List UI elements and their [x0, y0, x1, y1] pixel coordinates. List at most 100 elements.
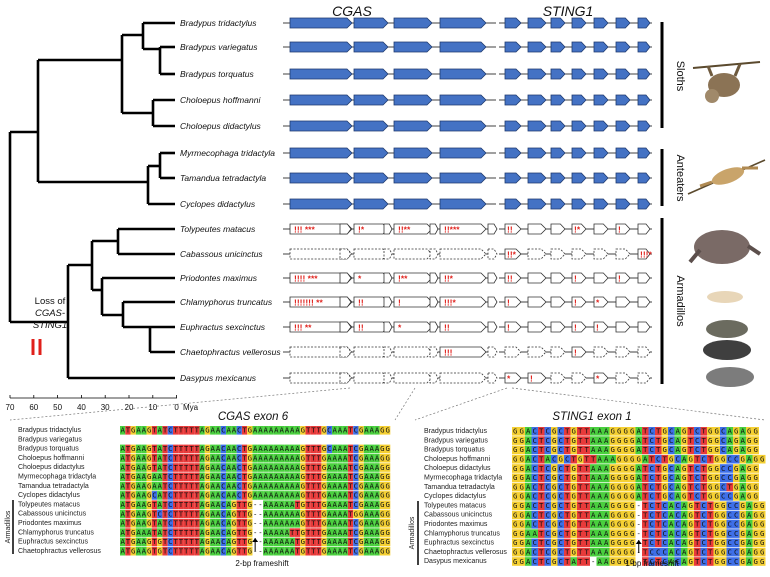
alignment-letter: T	[184, 500, 189, 509]
alignment-letter: A	[669, 520, 674, 529]
alignment-letter: G	[741, 557, 745, 566]
alignment-base	[125, 453, 131, 463]
alignment-letter: C	[728, 538, 732, 547]
alignment-base	[726, 501, 733, 510]
alignment-base	[538, 445, 545, 455]
alignment-base	[326, 491, 332, 500]
alignment-base	[247, 453, 253, 463]
alignment-base	[173, 444, 179, 454]
alignment-letter: G	[617, 529, 621, 538]
alignment-letter: G	[721, 501, 725, 510]
alignment-letter: G	[520, 455, 524, 464]
alignment-letter: A	[591, 492, 596, 501]
alignment-letter: A	[120, 472, 125, 481]
alignment-base	[385, 509, 391, 519]
alignment-letter: T	[643, 445, 648, 454]
alignment-letter: G	[715, 464, 719, 473]
alignment-base	[681, 520, 688, 529]
alignment-base	[609, 510, 616, 520]
alignment-letter: A	[338, 500, 343, 509]
gene-row	[283, 198, 652, 210]
alignment-letter: G	[513, 464, 517, 473]
alignment-base	[564, 547, 571, 557]
alignment-letter: T	[695, 501, 700, 510]
sting-stop-marks: !!	[507, 225, 513, 235]
alignment-letter: A	[216, 509, 221, 518]
alignment-base	[326, 509, 332, 519]
alignment-base	[525, 557, 532, 566]
alignment-base	[577, 482, 584, 492]
alignment-base	[655, 529, 662, 538]
alignment-letter: G	[520, 436, 524, 445]
alignment-letter: G	[630, 464, 634, 473]
alignment-base	[635, 482, 642, 492]
alignment-base	[220, 519, 226, 528]
alignment-base	[603, 473, 610, 483]
alignment-base	[583, 557, 590, 566]
alignment-letter: G	[385, 500, 389, 509]
alignment-base	[135, 444, 142, 454]
alignment-base	[642, 520, 649, 529]
alignment-base	[199, 546, 205, 556]
axis-tick-label: 10	[148, 403, 157, 412]
alignment-base	[379, 500, 385, 509]
alignment-letter: A	[290, 509, 295, 518]
gene-row: *!*	[283, 372, 652, 384]
alignment-letter: A	[200, 426, 205, 435]
alignment-letter: A	[637, 436, 642, 445]
alignment-letter: A	[158, 519, 163, 528]
exon	[289, 147, 353, 159]
alignment-base	[321, 519, 327, 528]
alignment-letter: G	[205, 500, 209, 509]
alignment-base	[713, 557, 720, 566]
clade-bars: Sloths Anteaters Armadillos	[660, 22, 686, 384]
alignment-letter: T	[242, 509, 247, 518]
alignment-letter: G	[689, 529, 693, 538]
alignment-base	[655, 436, 662, 445]
alignment-letter: A	[232, 472, 237, 481]
exon	[615, 346, 631, 358]
alignment-species: Tolypeutes matacus	[18, 501, 80, 508]
alignment-letter: A	[637, 473, 642, 482]
alignment-base	[194, 500, 200, 509]
alignment-letter: A	[258, 426, 263, 435]
alignment-base	[173, 481, 179, 491]
alignment-letter: T	[317, 509, 322, 518]
exon	[439, 94, 487, 106]
alignment-letter: T	[237, 500, 242, 509]
axis-tick-label: 60	[29, 403, 38, 412]
alignment-letter: C	[221, 463, 225, 472]
alignment-base	[252, 463, 258, 472]
alignment-base	[305, 537, 311, 547]
alignment-base	[157, 519, 163, 528]
alignment-base	[681, 547, 688, 557]
alignment-base	[746, 547, 753, 557]
alignment-letter: T	[643, 464, 648, 473]
alignment-letter: A	[142, 500, 147, 509]
alignment-letter: A	[526, 520, 531, 529]
alignment-base	[590, 529, 597, 538]
alignment-base	[369, 463, 375, 472]
alignment-letter: T	[578, 529, 583, 538]
alignment-letter: A	[598, 510, 603, 519]
alignment-base	[733, 538, 740, 548]
alignment-letter: A	[216, 537, 221, 546]
alignment-letter: A	[591, 501, 596, 510]
cgas-alignment-title: CGAS exon 6	[218, 411, 289, 423]
alignment-base	[247, 472, 253, 482]
alignment-base	[151, 463, 158, 472]
alignment-base	[178, 491, 184, 500]
alignment-letter: T	[152, 509, 157, 518]
alignment-base	[616, 501, 623, 510]
exon	[504, 120, 522, 132]
alignment-species: Chlamyphorus truncatus	[18, 529, 94, 536]
alignment-letter: T	[311, 472, 316, 481]
alignment-letter: G	[359, 454, 363, 463]
alignment-letter: A	[364, 537, 369, 546]
alignment-letter: G	[131, 444, 135, 453]
alignment-letter: T	[189, 519, 194, 528]
alignment-letter: G	[385, 537, 389, 546]
alignment-letter: G	[689, 520, 693, 529]
alignment-base	[347, 528, 354, 537]
alignment-base	[316, 463, 322, 472]
